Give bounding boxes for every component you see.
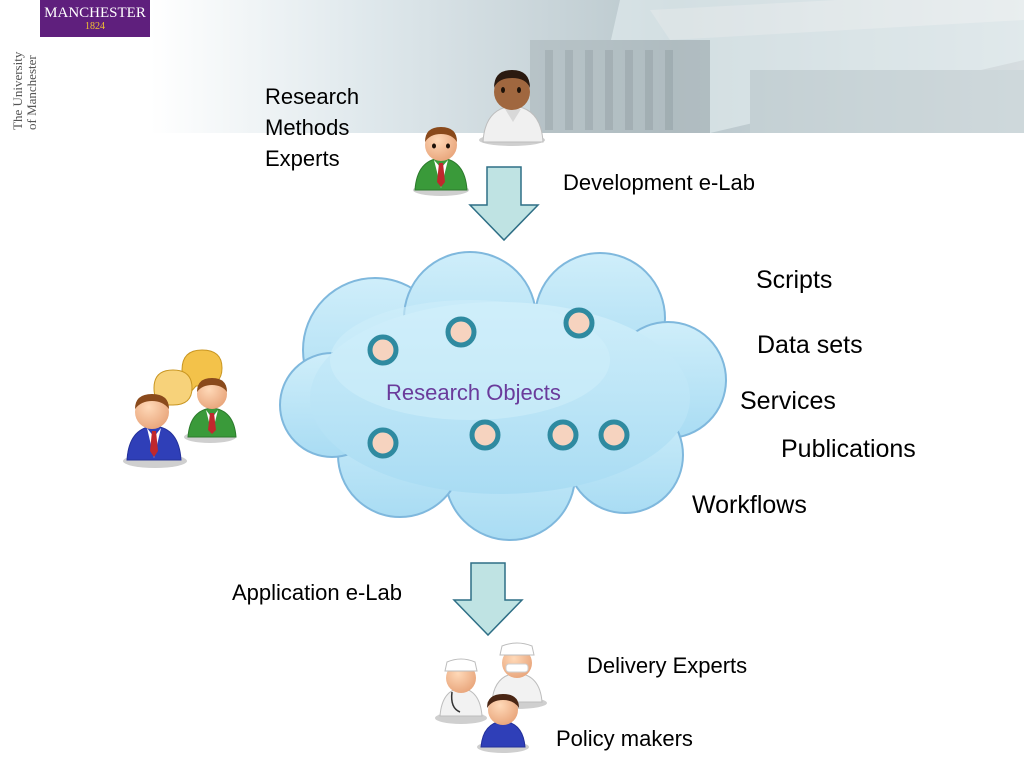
development-elab-label: Development e-Lab [563,170,756,195]
research-object-node [469,419,501,451]
object-type-services: Services [740,387,836,415]
person-icon-research-expert-2 [413,127,469,196]
logo-name: MANCHESTER [44,5,146,21]
cloud-nodes [367,307,630,459]
label-line: Experts [265,146,340,171]
label-line: Methods [265,115,350,140]
header-banner-image [150,0,1024,133]
object-type-data-sets: Data sets [757,331,863,359]
object-type-scripts: Scripts [756,266,833,294]
research-object-node [547,419,579,451]
application-elab-label: Application e-Lab [232,580,403,605]
research-object-node [367,427,399,459]
university-line1: The University [10,51,25,130]
research-methods-experts-label: Research Methods Experts [265,81,359,174]
people-conversation-icon [123,349,237,468]
research-object-node [563,307,595,339]
research-object-node [445,316,477,348]
down-arrow-application [452,562,524,637]
delivery-experts-label: Delivery Experts [587,653,748,678]
policy-makers-label: Policy makers [556,726,693,751]
university-line2: of Manchester [24,55,39,130]
person-icon-research-expert-1 [479,70,545,146]
research-object-node [598,419,630,451]
object-type-workflows: Workflows [692,491,807,519]
research-objects-title: Research Objects [386,380,561,405]
object-type-publications: Publications [781,435,916,463]
logo-year: 1824 [85,21,105,32]
label-line: Research [265,84,360,109]
university-wordmark: The University of Manchester [10,51,39,130]
people-icon-delivery-policy [435,642,547,753]
university-logo: MANCHESTER 1824 [40,0,150,37]
down-arrow-development [468,166,540,242]
research-object-node [367,334,399,366]
